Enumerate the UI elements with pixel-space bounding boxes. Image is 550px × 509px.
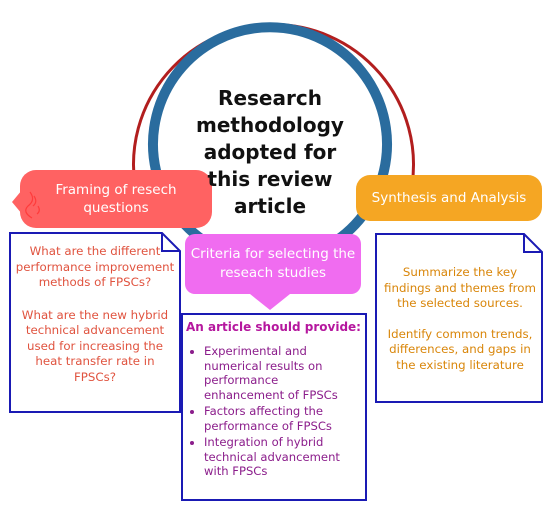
criteria-pill: [185, 234, 361, 294]
questions-note-fold: [161, 233, 180, 252]
criteria-heading: An article should provide:: [186, 320, 361, 334]
framing-pill-tail: [12, 190, 22, 214]
center-title-line: adopted for: [203, 140, 337, 164]
questions-note-box: [9, 232, 181, 413]
synthesis-point: Identify common trends, differences, and…: [387, 326, 533, 372]
criteria-item: Integration of hybrid technical advancem…: [204, 435, 360, 479]
framing-pill: [20, 170, 212, 228]
criteria-item: Factors affecting the performance of FPS…: [204, 404, 360, 433]
synthesis-pill: [356, 175, 542, 221]
center-title-line: this review: [207, 167, 333, 191]
research-questions: What are the different performance impro…: [14, 244, 176, 402]
criteria-label: Criteria for selecting the reseach studi…: [190, 246, 356, 281]
synthesis-point: Summarize the key findings and themes fr…: [384, 265, 536, 310]
synthesis-note-fold: [523, 234, 542, 253]
criteria-list: Experimental and numerical results on pe…: [188, 344, 360, 481]
center-title-line: methodology: [196, 113, 344, 137]
center-title-line: Research: [218, 86, 322, 110]
center-title: Research methodology adopted for this re…: [175, 85, 365, 220]
research-question: What are the different performance impro…: [15, 244, 175, 289]
research-question: What are the new hybrid technical advanc…: [21, 307, 169, 384]
synthesis-points: Summarize the key findings and themes fr…: [380, 265, 540, 388]
criteria-note-box: [181, 313, 367, 501]
synthesis-label: Synthesis and Analysis: [371, 190, 527, 206]
synthesis-note-box: [375, 233, 543, 403]
swirl-decoration: [25, 191, 40, 219]
framing-label: Framing of resech questions: [55, 182, 177, 216]
center-title-line: article: [233, 194, 307, 218]
criteria-pill-arrow: [250, 294, 290, 310]
criteria-item: Experimental and numerical results on pe…: [204, 344, 360, 402]
